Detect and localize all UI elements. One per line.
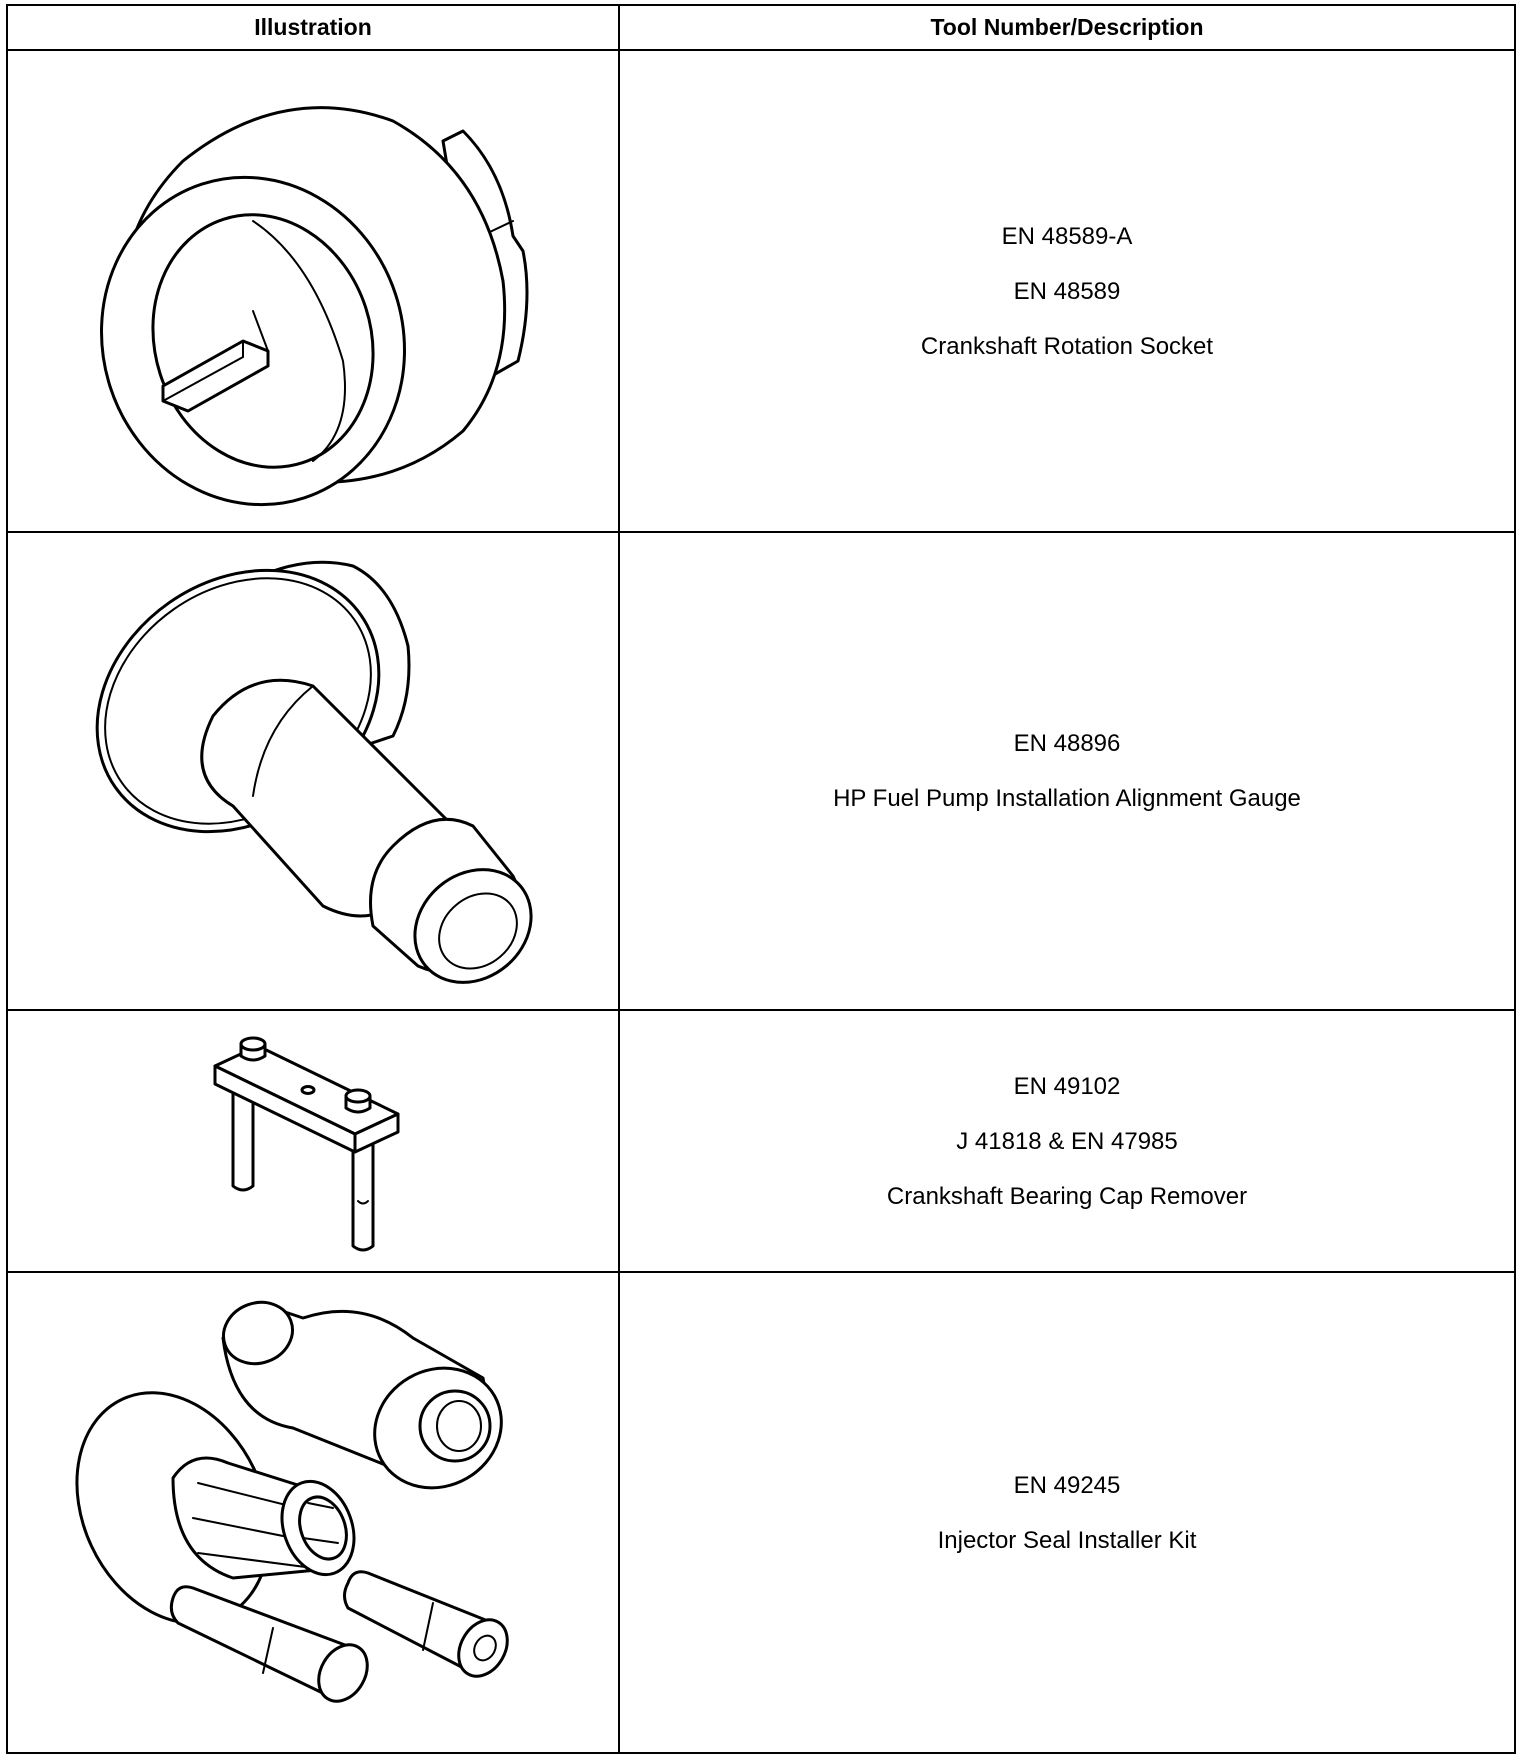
tool-number-secondary: EN 48589 (1013, 277, 1121, 305)
description-cell: EN 48589-A EN 48589 Crankshaft Rotation … (618, 49, 1516, 533)
illustration-cell (6, 49, 620, 533)
bearing-cap-remover-drawing (213, 1036, 400, 1252)
injector-seal-installer-kit-drawing (75, 1300, 509, 1703)
description-cell: EN 49102 J 41818 & EN 47985 Crankshaft B… (618, 1009, 1516, 1273)
tool-description: HP Fuel Pump Installation Alignment Gaug… (833, 785, 1301, 812)
tool-number-primary: EN 48896 (1013, 730, 1121, 757)
table-row: EN 48896 HP Fuel Pump Installation Align… (6, 531, 1516, 1011)
table-header-row: Illustration Tool Number/Description (6, 4, 1516, 51)
tool-description: Injector Seal Installer Kit (937, 1526, 1197, 1554)
tool-number-primary: EN 48589-A (1001, 222, 1133, 250)
illustration-cell (6, 1271, 620, 1754)
tool-number-primary: EN 49245 (1013, 1471, 1121, 1499)
tool-description: Crankshaft Rotation Socket (920, 332, 1214, 360)
illustration-cell (6, 531, 620, 1011)
description-cell: EN 49245 Injector Seal Installer Kit (618, 1271, 1516, 1754)
tool-number-secondary: J 41818 & EN 47985 (956, 1127, 1178, 1155)
table-row: EN 48589-A EN 48589 Crankshaft Rotation … (6, 49, 1516, 533)
table-row: EN 49245 Injector Seal Installer Kit (6, 1271, 1516, 1754)
description-cell: EN 48896 HP Fuel Pump Installation Align… (618, 531, 1516, 1011)
tool-number-primary: EN 49102 (1013, 1072, 1121, 1100)
tool-description: Crankshaft Bearing Cap Remover (886, 1182, 1248, 1210)
fuel-pump-alignment-gauge-drawing (95, 560, 533, 984)
crankshaft-rotation-socket-drawing (100, 106, 529, 507)
illustration-column-header: Illustration (6, 4, 620, 51)
table-row: EN 49102 J 41818 & EN 47985 Crankshaft B… (6, 1009, 1516, 1273)
special-tools-table: Illustration Tool Number/Description (6, 4, 1516, 1754)
description-column-header: Tool Number/Description (618, 4, 1516, 51)
illustration-cell (6, 1009, 620, 1273)
